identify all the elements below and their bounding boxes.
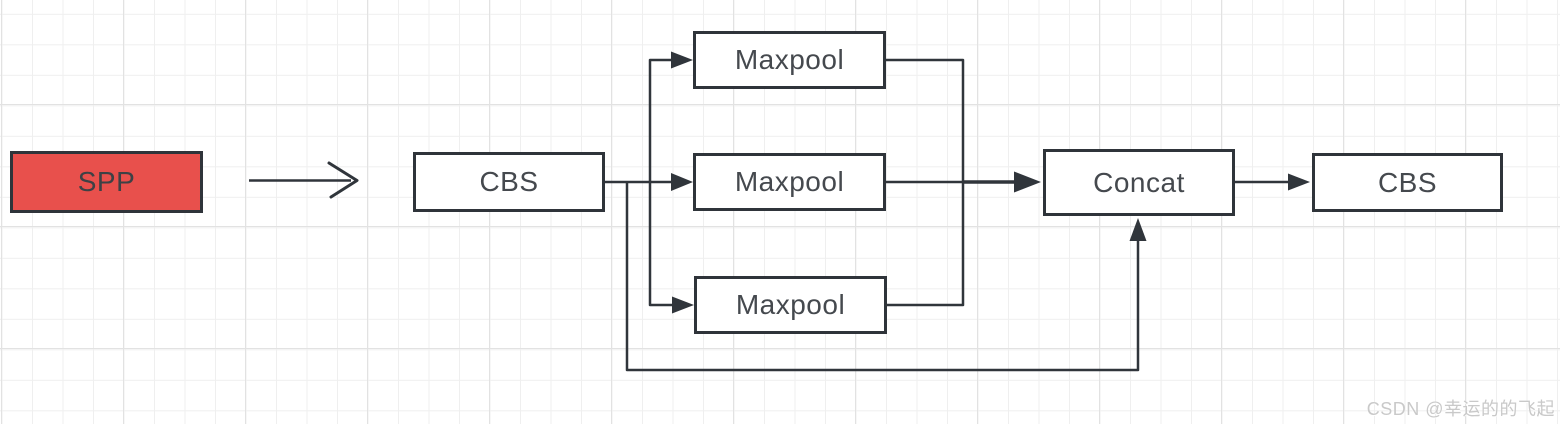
arrowhead-icon xyxy=(1288,173,1310,191)
arrowhead-icon xyxy=(671,51,693,69)
node-maxpool-middle-label: Maxpool xyxy=(734,166,845,197)
csdn-watermark: CSDN @幸运的的飞起 xyxy=(1367,395,1555,421)
node-concat: Concat xyxy=(1043,149,1235,216)
node-maxpool-top: Maxpool xyxy=(693,31,886,89)
node-spp-label: SPP xyxy=(77,166,136,197)
open-arrowhead-icon xyxy=(327,161,359,199)
node-concat-label: Concat xyxy=(1093,166,1185,198)
csdn-watermark-text: CSDN @幸运的的飞起 xyxy=(1366,399,1555,419)
edge-spp-to-cbs1 xyxy=(249,161,359,199)
arrowhead-up-icon xyxy=(1129,218,1147,241)
node-spp: SPP xyxy=(10,151,203,213)
edge-rail-to-concat xyxy=(963,171,1041,193)
node-cbs-2-label: CBS xyxy=(1377,166,1438,198)
edge-cbs1-to-maxpool-top xyxy=(648,51,693,182)
node-maxpool-bottom-label: Maxpool xyxy=(735,289,846,320)
node-cbs-1: CBS xyxy=(413,152,605,212)
edge-cbs1-to-maxpool-bottom xyxy=(648,182,694,314)
node-cbs-2: CBS xyxy=(1312,153,1503,212)
edge-concat-to-cbs2 xyxy=(1235,173,1310,191)
node-maxpool-top-label: Maxpool xyxy=(734,44,845,75)
node-maxpool-bottom: Maxpool xyxy=(694,276,887,334)
edge-cbs1-to-maxpool-top-line xyxy=(648,58,672,182)
node-maxpool-middle: Maxpool xyxy=(693,153,886,211)
edge-cbs1-to-maxpool-mid xyxy=(605,173,693,191)
edge-maxpool-collector-rail xyxy=(886,58,965,307)
arrowhead-icon xyxy=(671,173,693,191)
edge-cbs1-to-maxpool-bottom-line xyxy=(648,182,673,307)
arrowhead-large-icon xyxy=(1014,171,1041,193)
node-cbs-1-label: CBS xyxy=(479,166,539,197)
arrowhead-icon xyxy=(672,296,694,314)
